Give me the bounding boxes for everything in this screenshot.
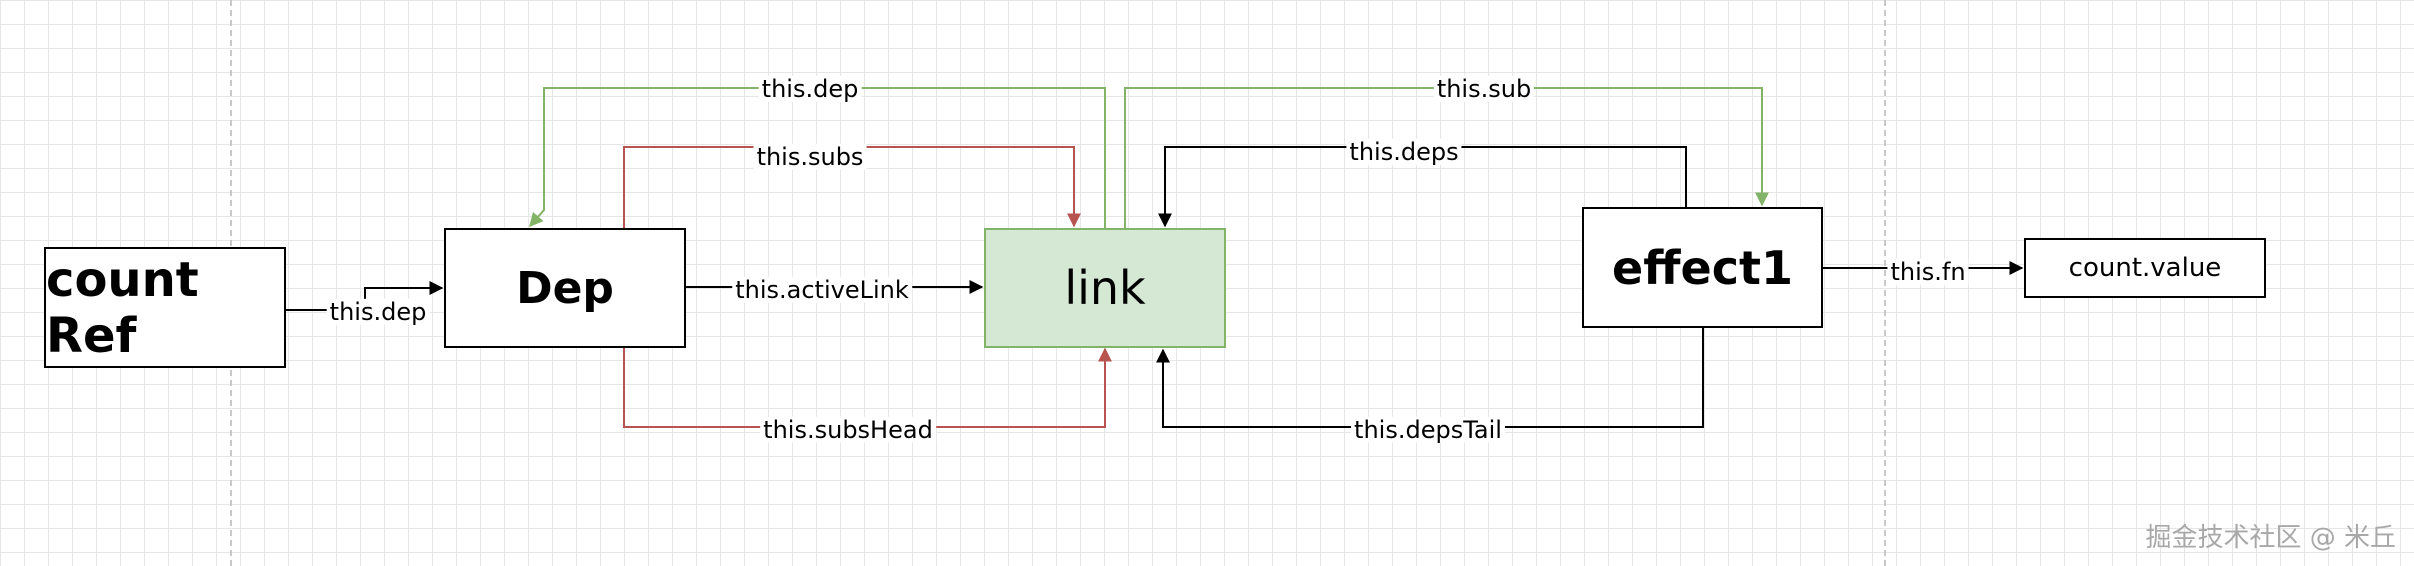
node-count-ref[interactable]: count Ref <box>44 247 286 368</box>
edge-label-link-to-dep: this.dep <box>758 75 862 102</box>
edge-label-dep-to-link-subs: this.subs <box>753 143 867 170</box>
edge-label-dep-to-link-subs-head: this.subsHead <box>760 416 936 443</box>
node-dep-label: Dep <box>516 262 614 314</box>
edge-label-link-to-effect-sub: this.sub <box>1433 75 1535 102</box>
node-count-value[interactable]: count.value <box>2024 238 2266 298</box>
node-dep[interactable]: Dep <box>444 228 686 348</box>
edge-effect-to-link-deps-tail <box>1156 328 1704 428</box>
page-guide-right <box>1884 0 1886 566</box>
edge-link-to-dep-green <box>529 87 1106 228</box>
node-count-value-label: count.value <box>2068 253 2222 283</box>
edge-label-ref-to-dep: this.dep <box>326 298 430 325</box>
edge-label-dep-to-link-active: this.activeLink <box>732 276 912 303</box>
edge-label-effect-to-link-deps-tail: this.depsTail <box>1351 416 1505 443</box>
edge-label-effect-to-link-deps: this.deps <box>1346 138 1462 165</box>
node-link[interactable]: link <box>984 228 1226 348</box>
node-effect1-label: effect1 <box>1612 240 1793 295</box>
node-link-label: link <box>1064 261 1146 315</box>
watermark: 掘金技术社区 @ 米丘 <box>2145 523 2396 553</box>
node-effect1[interactable]: effect1 <box>1582 207 1823 328</box>
edge-label-effect-to-value-fn: this.fn <box>1887 258 1969 285</box>
node-count-ref-label: count Ref <box>46 251 199 364</box>
